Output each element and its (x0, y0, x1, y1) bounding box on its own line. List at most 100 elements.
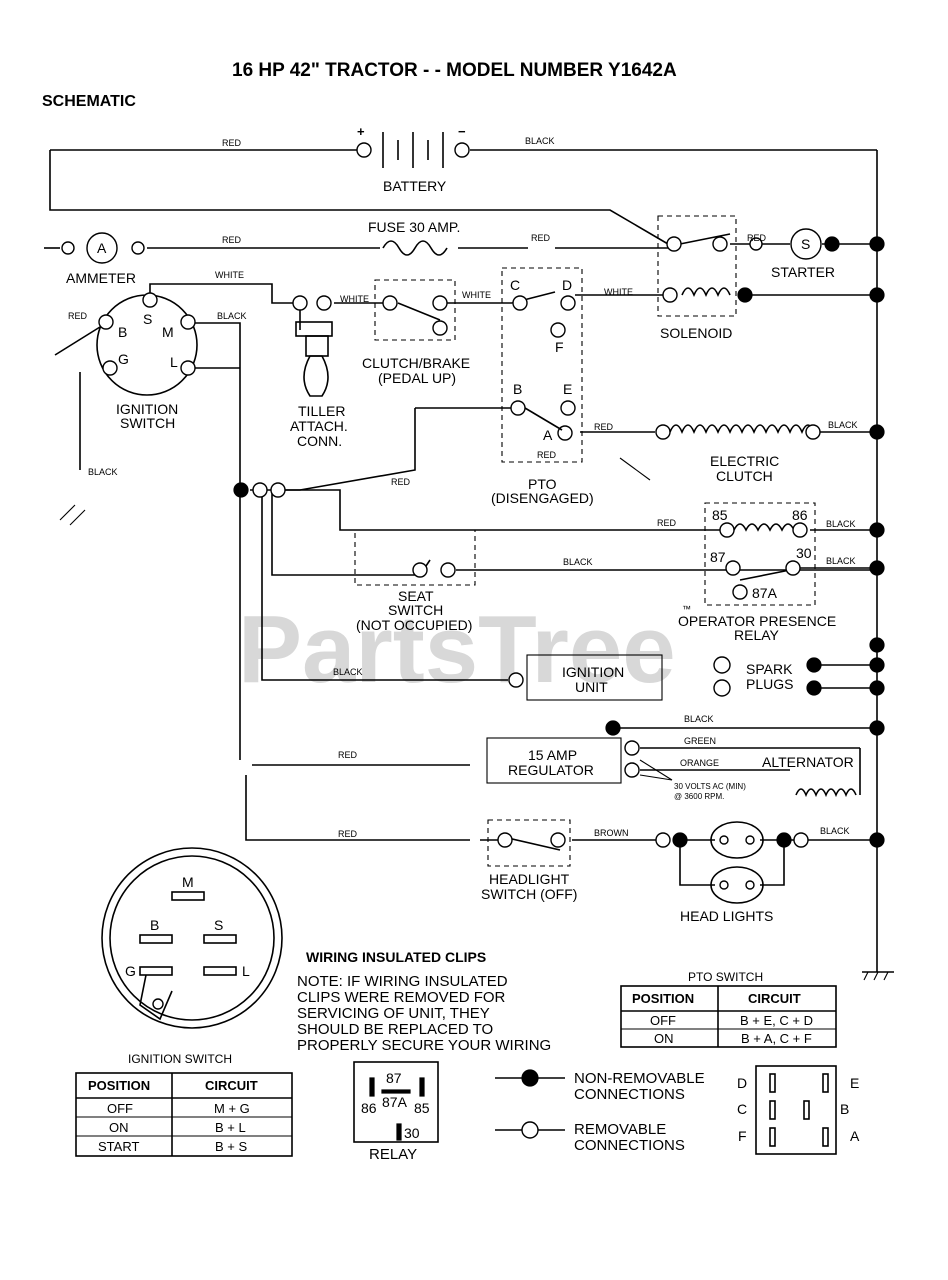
svg-text:HEADLIGHT: HEADLIGHT (489, 871, 570, 887)
svg-text:IGNITION: IGNITION (562, 664, 624, 680)
svg-text:L: L (242, 963, 250, 979)
headlight-1 (710, 821, 764, 859)
svg-text:POSITION: POSITION (88, 1078, 150, 1093)
svg-text:START: START (98, 1139, 139, 1154)
svg-text:UNIT: UNIT (575, 679, 608, 695)
svg-text:CLUTCH: CLUTCH (716, 468, 773, 484)
clutch-brake-box (374, 279, 456, 341)
svg-text:SPARK: SPARK (746, 661, 793, 677)
svg-text:CLUTCH/BRAKE: CLUTCH/BRAKE (362, 355, 470, 371)
pto-switch-table (620, 985, 837, 1048)
svg-text:A: A (850, 1128, 860, 1144)
svg-text:ORANGE: ORANGE (680, 758, 719, 768)
battery-symbol (356, 132, 470, 168)
svg-text:15 AMP: 15 AMP (528, 747, 577, 763)
svg-text:M + G: M + G (214, 1101, 250, 1116)
svg-text:OFF: OFF (650, 1013, 676, 1028)
svg-text:RED: RED (594, 422, 614, 432)
svg-text:OFF: OFF (107, 1101, 133, 1116)
svg-text:BLACK: BLACK (684, 714, 714, 724)
svg-text:(PEDAL UP): (PEDAL UP) (378, 370, 456, 386)
solenoid-coil (681, 287, 731, 298)
starter-symbol (790, 228, 822, 260)
svg-text:A: A (543, 427, 553, 443)
svg-text:B + S: B + S (215, 1139, 247, 1154)
svg-text:30 VOLTS AC (MIN): 30 VOLTS AC (MIN) (674, 782, 746, 791)
svg-text:F: F (555, 339, 564, 355)
svg-text:NON-REMOVABLE: NON-REMOVABLE (574, 1070, 705, 1087)
svg-text:TILLER: TILLER (298, 403, 345, 419)
svg-text:CONNECTIONS: CONNECTIONS (574, 1137, 685, 1154)
headlight-2 (710, 866, 764, 904)
svg-text:RED: RED (68, 311, 88, 321)
svg-text:S: S (143, 311, 152, 327)
relay-coil (733, 523, 795, 532)
svg-text:BLACK: BLACK (828, 420, 858, 430)
legend (495, 1069, 565, 1139)
svg-text:86: 86 (361, 1100, 377, 1116)
svg-text:SERVICING OF UNIT, THEY: SERVICING OF UNIT, THEY (297, 1005, 490, 1022)
svg-text:BLACK: BLACK (826, 556, 856, 566)
svg-text:WHITE: WHITE (340, 294, 369, 304)
svg-text:@ 3600 RPM.: @ 3600 RPM. (674, 792, 724, 801)
svg-text:M: M (162, 324, 174, 340)
ignition-switch-label-2: SWITCH (120, 415, 175, 431)
wires (44, 149, 894, 981)
svg-text:BLACK: BLACK (88, 467, 118, 477)
svg-text:C: C (737, 1101, 747, 1117)
svg-text:REMOVABLE: REMOVABLE (574, 1121, 666, 1138)
watermark: PartsTree (238, 596, 676, 703)
svg-text:BLACK: BLACK (525, 136, 555, 146)
svg-text:WHITE: WHITE (604, 287, 633, 297)
svg-text:GREEN: GREEN (684, 736, 716, 746)
svg-text:30: 30 (404, 1125, 420, 1141)
fuse-symbol (382, 240, 448, 256)
svg-text:30: 30 (796, 545, 812, 561)
svg-text:(DISENGAGED): (DISENGAGED) (491, 490, 594, 506)
svg-text:86: 86 (792, 507, 808, 523)
svg-text:B: B (840, 1101, 849, 1117)
svg-text:RED: RED (531, 233, 551, 243)
svg-text:E: E (850, 1075, 859, 1091)
svg-text:BLACK: BLACK (217, 311, 247, 321)
pto-box (501, 267, 583, 463)
ignition-switch-table (75, 1072, 293, 1157)
svg-text:SEAT: SEAT (398, 588, 434, 604)
svg-text:CLIPS WERE REMOVED FOR: CLIPS WERE REMOVED FOR (297, 989, 506, 1006)
watermark-tm: ™ (682, 604, 691, 614)
svg-text:ON: ON (109, 1120, 129, 1135)
svg-text:REGULATOR: REGULATOR (508, 762, 594, 778)
svg-text:G: G (118, 351, 129, 367)
ignition-table-caption: IGNITION SWITCH (128, 1052, 232, 1066)
svg-text:ELECTRIC: ELECTRIC (710, 453, 779, 469)
note-title: WIRING INSULATED CLIPS (306, 949, 486, 965)
svg-text:E: E (563, 381, 572, 397)
svg-text:B: B (513, 381, 522, 397)
svg-text:85: 85 (414, 1100, 430, 1116)
ammeter-symbol (86, 232, 118, 264)
svg-text:POSITION: POSITION (632, 991, 694, 1006)
svg-text:BROWN: BROWN (594, 828, 629, 838)
svg-text:87A: 87A (752, 585, 778, 601)
solenoid-box (657, 215, 737, 317)
svg-text:BLACK: BLACK (820, 826, 850, 836)
battery-label: BATTERY (383, 178, 447, 194)
ignition-switch-diagram (101, 847, 283, 1029)
svg-text:G: G (125, 963, 136, 979)
schematic-heading: SCHEMATIC (42, 93, 136, 110)
svg-text:C: C (510, 277, 520, 293)
operator-presence-relay-box (704, 502, 816, 606)
svg-text:SHOULD BE REPLACED TO: SHOULD BE REPLACED TO (297, 1021, 493, 1038)
fuse-label: FUSE 30 AMP. (368, 219, 460, 235)
ammeter-label: AMMETER (66, 270, 136, 286)
svg-text:B + E, C + D: B + E, C + D (740, 1013, 813, 1028)
pto-table-caption: PTO SWITCH (688, 970, 763, 984)
solenoid-label: SOLENOID (660, 325, 732, 341)
svg-text:CONNECTIONS: CONNECTIONS (574, 1086, 685, 1103)
svg-text:WHITE: WHITE (462, 290, 491, 300)
svg-text:BLACK: BLACK (563, 557, 593, 567)
battery-plus-label: + (357, 124, 365, 139)
svg-text:85: 85 (712, 507, 728, 523)
svg-text:CONN.: CONN. (297, 433, 342, 449)
